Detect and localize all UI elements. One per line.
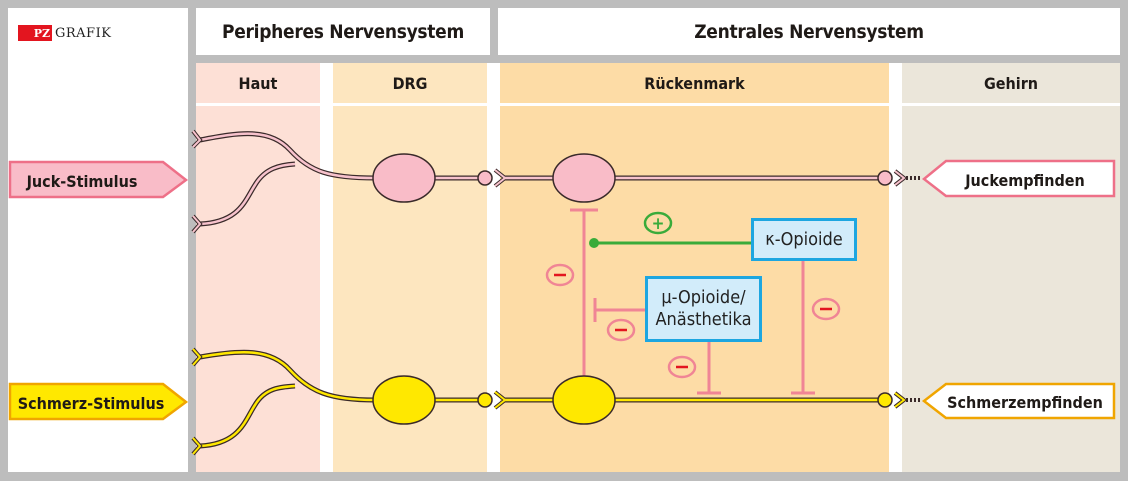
activation-dot (589, 238, 599, 248)
svg-text:+: + (652, 214, 665, 234)
pz-grafik-logo: PZ GRAFIK (18, 25, 111, 41)
divider (500, 103, 889, 106)
minus-sign (545, 263, 575, 287)
itch-stimulus-arrow (8, 160, 189, 199)
itch-brain-terminal (877, 170, 893, 186)
anaesthetika-label: Anästhetika (655, 309, 752, 330)
itch-spinal-cell-body (552, 153, 616, 203)
pain-dendrites (191, 347, 376, 456)
minus-sign (667, 355, 697, 379)
kappa-opioide-label: κ-Opioide (765, 228, 843, 250)
mu-opioide-box: µ-Opioide/ Anästhetika (645, 276, 762, 342)
itch-dendrites (191, 129, 376, 234)
kappa-opioide-box: κ-Opioide (751, 218, 857, 261)
minus-sign (811, 297, 841, 321)
region-label-haut: Haut (238, 73, 278, 93)
pain-stimulus-arrow (8, 382, 189, 421)
itch-synapse-terminal (477, 170, 493, 186)
itch-pathway (191, 129, 922, 234)
header-central: Zentrales Nervensystem (498, 8, 1120, 55)
region-label-rueckenmark: Rückenmark (644, 73, 745, 93)
pain-perception-arrow (921, 382, 1116, 420)
itch-drg-cell-body (372, 153, 436, 203)
itch-perception-arrow (921, 159, 1116, 198)
minus-sign (606, 318, 636, 342)
pain-perception-label: Schmerzempfinden (947, 393, 1103, 412)
itch-perception-label: Juckempfinden (964, 171, 1085, 190)
pain-spinal-cell-body (552, 375, 616, 425)
region-label-drg: DRG (392, 73, 428, 93)
pain-synapse-terminal (477, 392, 493, 408)
divider (333, 103, 487, 106)
pain-pathway (191, 347, 922, 456)
itch-stimulus-label: Juck-Stimulus (26, 172, 138, 191)
pain-stimulus-label: Schmerz-Stimulus (18, 394, 165, 413)
divider (196, 103, 320, 106)
logo-badge: PZ (18, 25, 52, 41)
pain-brain-terminal (877, 392, 893, 408)
plus-sign: + (643, 211, 673, 235)
mu-opioide-label: µ-Opioide/ (661, 287, 746, 308)
region-label-gehirn: Gehirn (983, 73, 1039, 93)
pain-drg-cell-body (372, 375, 436, 425)
logo-text: GRAFIK (55, 25, 112, 41)
header-peripheral: Peripheres Nervensystem (196, 8, 490, 55)
divider (902, 103, 1120, 106)
